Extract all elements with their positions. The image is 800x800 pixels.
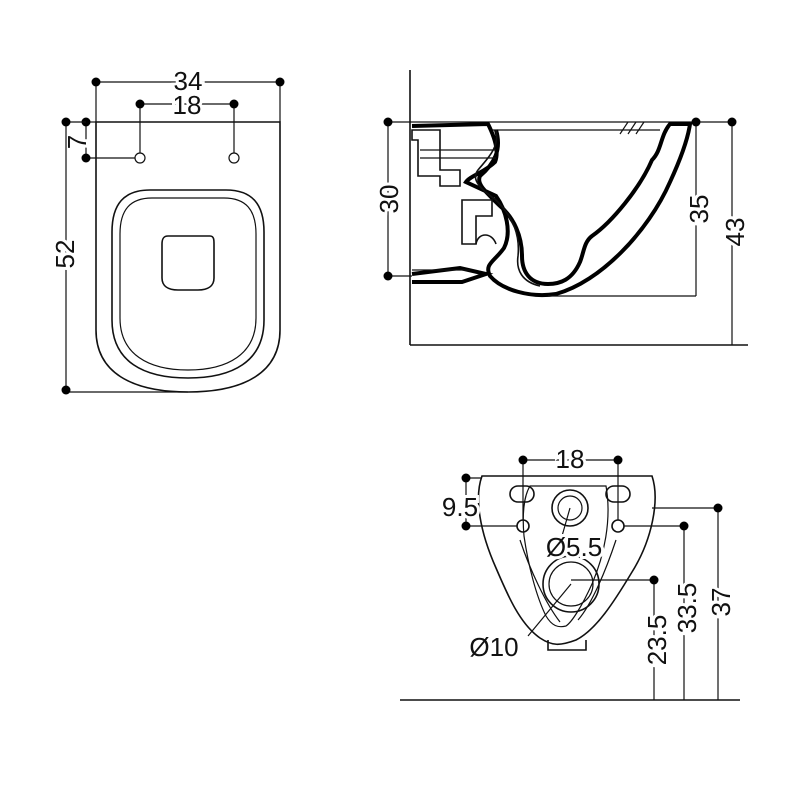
dim-back-hole-height-label: 9.5	[442, 492, 478, 522]
dim-back-outlet-center: 23.5	[571, 575, 675, 700]
dim-top-hole-spacing: 18	[135, 87, 239, 153]
dim-back-inlet-diameter: Ø5.5	[543, 507, 605, 565]
dim-top-hole-spacing-label: 18	[173, 90, 202, 120]
dim-back-top-height: 37	[652, 503, 739, 700]
side-view-inlet	[411, 129, 461, 187]
back-view: 18 9.5 Ø5.5 Ø10 23.5	[400, 441, 740, 701]
dim-side-total-height: 43	[700, 117, 753, 345]
dim-side-outlet-height-label: 35	[684, 195, 714, 224]
dim-back-hole-height: 9.5	[439, 473, 517, 531]
dim-side-inlet-height-label: 30	[374, 185, 404, 214]
dim-top-hole-offset: 7	[59, 117, 135, 163]
dim-back-inlet-center-label: 33.5	[672, 583, 702, 634]
dim-side-inlet-height: 30	[371, 117, 412, 281]
dim-top-width-label: 34	[174, 66, 203, 96]
dim-side-outlet-height: 35	[548, 117, 717, 297]
dim-side-total-height-label: 43	[720, 218, 750, 247]
dim-top-hole-offset-label: 7	[62, 135, 92, 149]
top-view-hole-right	[228, 152, 240, 164]
back-view-inlet	[551, 489, 589, 527]
dim-back-inlet-diameter-label: Ø5.5	[546, 532, 602, 562]
dim-back-hole-spacing-label: 18	[556, 444, 585, 474]
side-view-bowl-inner	[474, 129, 541, 287]
back-view-outline	[477, 475, 656, 646]
side-view-outlet	[461, 199, 493, 245]
back-view-slot-left	[509, 485, 535, 503]
back-view-outlet	[542, 555, 600, 613]
dim-top-length-label: 52	[50, 240, 80, 269]
back-view-inner	[522, 485, 609, 628]
side-view: 30 35 43	[371, 70, 753, 346]
top-view-hinge	[161, 235, 215, 291]
top-view-seat	[111, 189, 265, 379]
side-view-bowl-section	[411, 121, 693, 297]
top-view-outline	[95, 121, 281, 393]
top-view: 34 18 7 52	[47, 63, 285, 395]
dim-top-width: 34	[91, 63, 285, 122]
dim-back-outlet-diameter: Ø10	[466, 583, 572, 665]
dim-back-inlet-center: 33.5	[624, 521, 705, 700]
dim-top-length: 52	[47, 117, 188, 395]
back-view-hole-right	[611, 519, 625, 533]
dim-back-top-height-label: 37	[706, 588, 736, 617]
top-view-hole-left	[134, 152, 146, 164]
dim-back-outlet-center-label: 23.5	[642, 615, 672, 666]
dim-back-outlet-diameter-label: Ø10	[469, 632, 518, 662]
dim-back-hole-spacing: 18	[518, 441, 623, 520]
top-view-seat-inner	[119, 197, 257, 371]
